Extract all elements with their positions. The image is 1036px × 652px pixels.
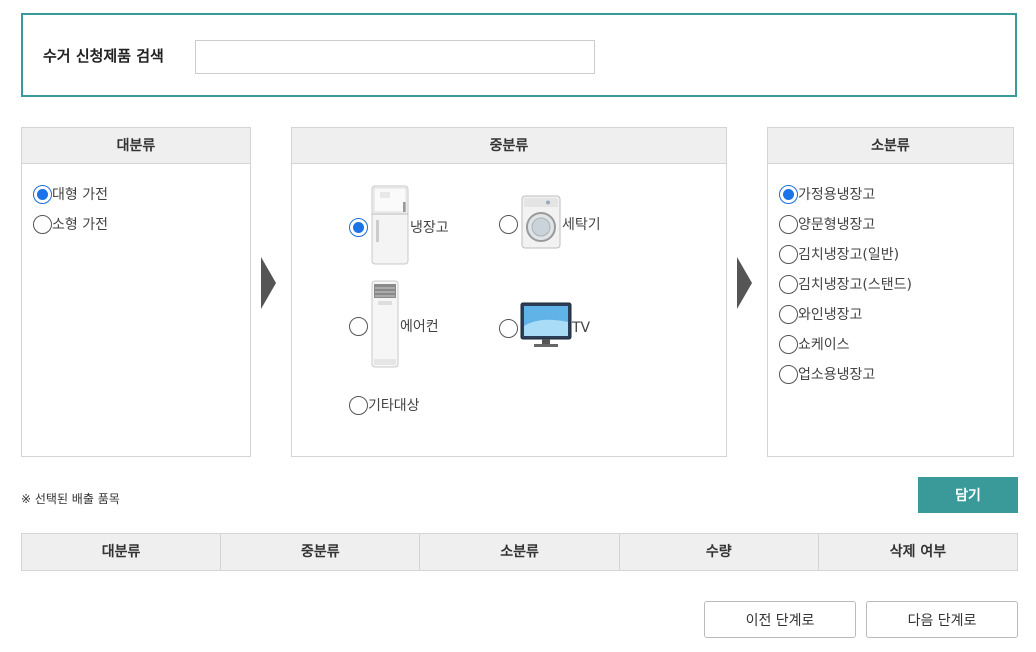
option-label: 쇼케이스 — [798, 337, 850, 353]
small-option-item[interactable]: 와인냉장고 — [779, 304, 862, 324]
small-option-item[interactable]: 양문형냉장고 — [779, 214, 875, 234]
large-category-header: 대분류 — [22, 128, 250, 164]
air-conditioner-icon — [370, 279, 400, 373]
small-category-panel: 소분류 가정용냉장고 양문형냉장고 김치냉장고(일반) 김치냉장고(스탠드) 와… — [767, 127, 1014, 457]
selected-items-note: ※ 선택된 배출 품목 — [21, 492, 120, 506]
small-option-item[interactable]: 쇼케이스 — [779, 334, 850, 354]
small-option-item[interactable]: 김치냉장고(일반) — [779, 244, 899, 264]
next-step-button[interactable]: 다음 단계로 — [866, 601, 1018, 638]
radio-button[interactable] — [779, 244, 798, 264]
column-header: 삭제 여부 — [889, 544, 947, 560]
large-option-major-appliance[interactable]: 대형 가전 — [33, 184, 108, 204]
radio-button[interactable] — [779, 184, 798, 204]
option-label: 김치냉장고(스탠드) — [798, 277, 912, 293]
column-header: 중분류 — [221, 534, 421, 570]
small-option-item[interactable]: 업소용냉장고 — [779, 364, 875, 384]
radio-button[interactable] — [499, 318, 518, 338]
radio-button[interactable] — [349, 395, 368, 415]
radio-button[interactable] — [779, 214, 798, 234]
option-label: 에어컨 — [400, 319, 439, 335]
selected-items-table-header: 대분류 중분류 소분류 수량 삭제 여부 — [21, 533, 1018, 571]
column-header: 소분류 — [420, 534, 620, 570]
option-label: 세탁기 — [562, 217, 601, 233]
radio-button[interactable] — [33, 214, 52, 234]
option-label: 가정용냉장고 — [798, 187, 876, 203]
radio-button[interactable] — [779, 274, 798, 294]
mid-category-panel: 중분류 냉장고 세탁기 — [291, 127, 727, 457]
search-panel: 수거 신청제품 검색 — [21, 13, 1017, 97]
option-label: 냉장고 — [410, 220, 449, 236]
radio-button[interactable] — [779, 364, 798, 384]
tv-icon — [520, 302, 572, 354]
mid-category-header: 중분류 — [292, 128, 726, 164]
option-label: 와인냉장고 — [798, 307, 863, 323]
mid-option-washing-machine[interactable]: 세탁기 — [499, 194, 601, 254]
small-category-header: 소분류 — [768, 128, 1013, 164]
mid-option-air-conditioner[interactable]: 에어컨 — [349, 279, 439, 373]
option-label: 기타대상 — [368, 398, 420, 414]
large-category-panel: 대분류 대형 가전 소형 가전 — [21, 127, 251, 457]
radio-button[interactable] — [499, 214, 518, 234]
option-label: 대형 가전 — [52, 187, 108, 203]
small-option-item[interactable]: 김치냉장고(스탠드) — [779, 274, 912, 294]
add-button[interactable]: 담기 — [918, 477, 1018, 513]
radio-button[interactable] — [33, 184, 52, 204]
column-header: 대분류 — [22, 534, 222, 570]
mid-option-refrigerator[interactable]: 냉장고 — [349, 184, 449, 270]
option-label: 소형 가전 — [52, 217, 108, 233]
mid-option-tv[interactable]: TV — [499, 302, 590, 354]
large-option-small-appliance[interactable]: 소형 가전 — [33, 214, 108, 234]
washing-machine-icon — [520, 194, 562, 254]
arrow-right-icon — [261, 257, 276, 309]
refrigerator-icon — [370, 184, 410, 270]
search-label: 수거 신청제품 검색 — [43, 47, 164, 65]
arrow-right-icon — [737, 257, 752, 309]
option-label: 양문형냉장고 — [798, 217, 876, 233]
radio-button[interactable] — [779, 334, 798, 354]
radio-button[interactable] — [349, 316, 368, 336]
prev-step-button[interactable]: 이전 단계로 — [704, 601, 856, 638]
option-label: TV — [572, 320, 591, 336]
option-label: 김치냉장고(일반) — [798, 247, 900, 263]
option-label: 업소용냉장고 — [798, 367, 876, 383]
radio-button[interactable] — [779, 304, 798, 324]
mid-option-other[interactable]: 기타대상 — [349, 395, 420, 415]
column-header: 수량 — [620, 534, 819, 570]
small-option-item[interactable]: 가정용냉장고 — [779, 184, 875, 204]
search-input[interactable] — [195, 40, 595, 74]
radio-button[interactable] — [349, 217, 368, 237]
